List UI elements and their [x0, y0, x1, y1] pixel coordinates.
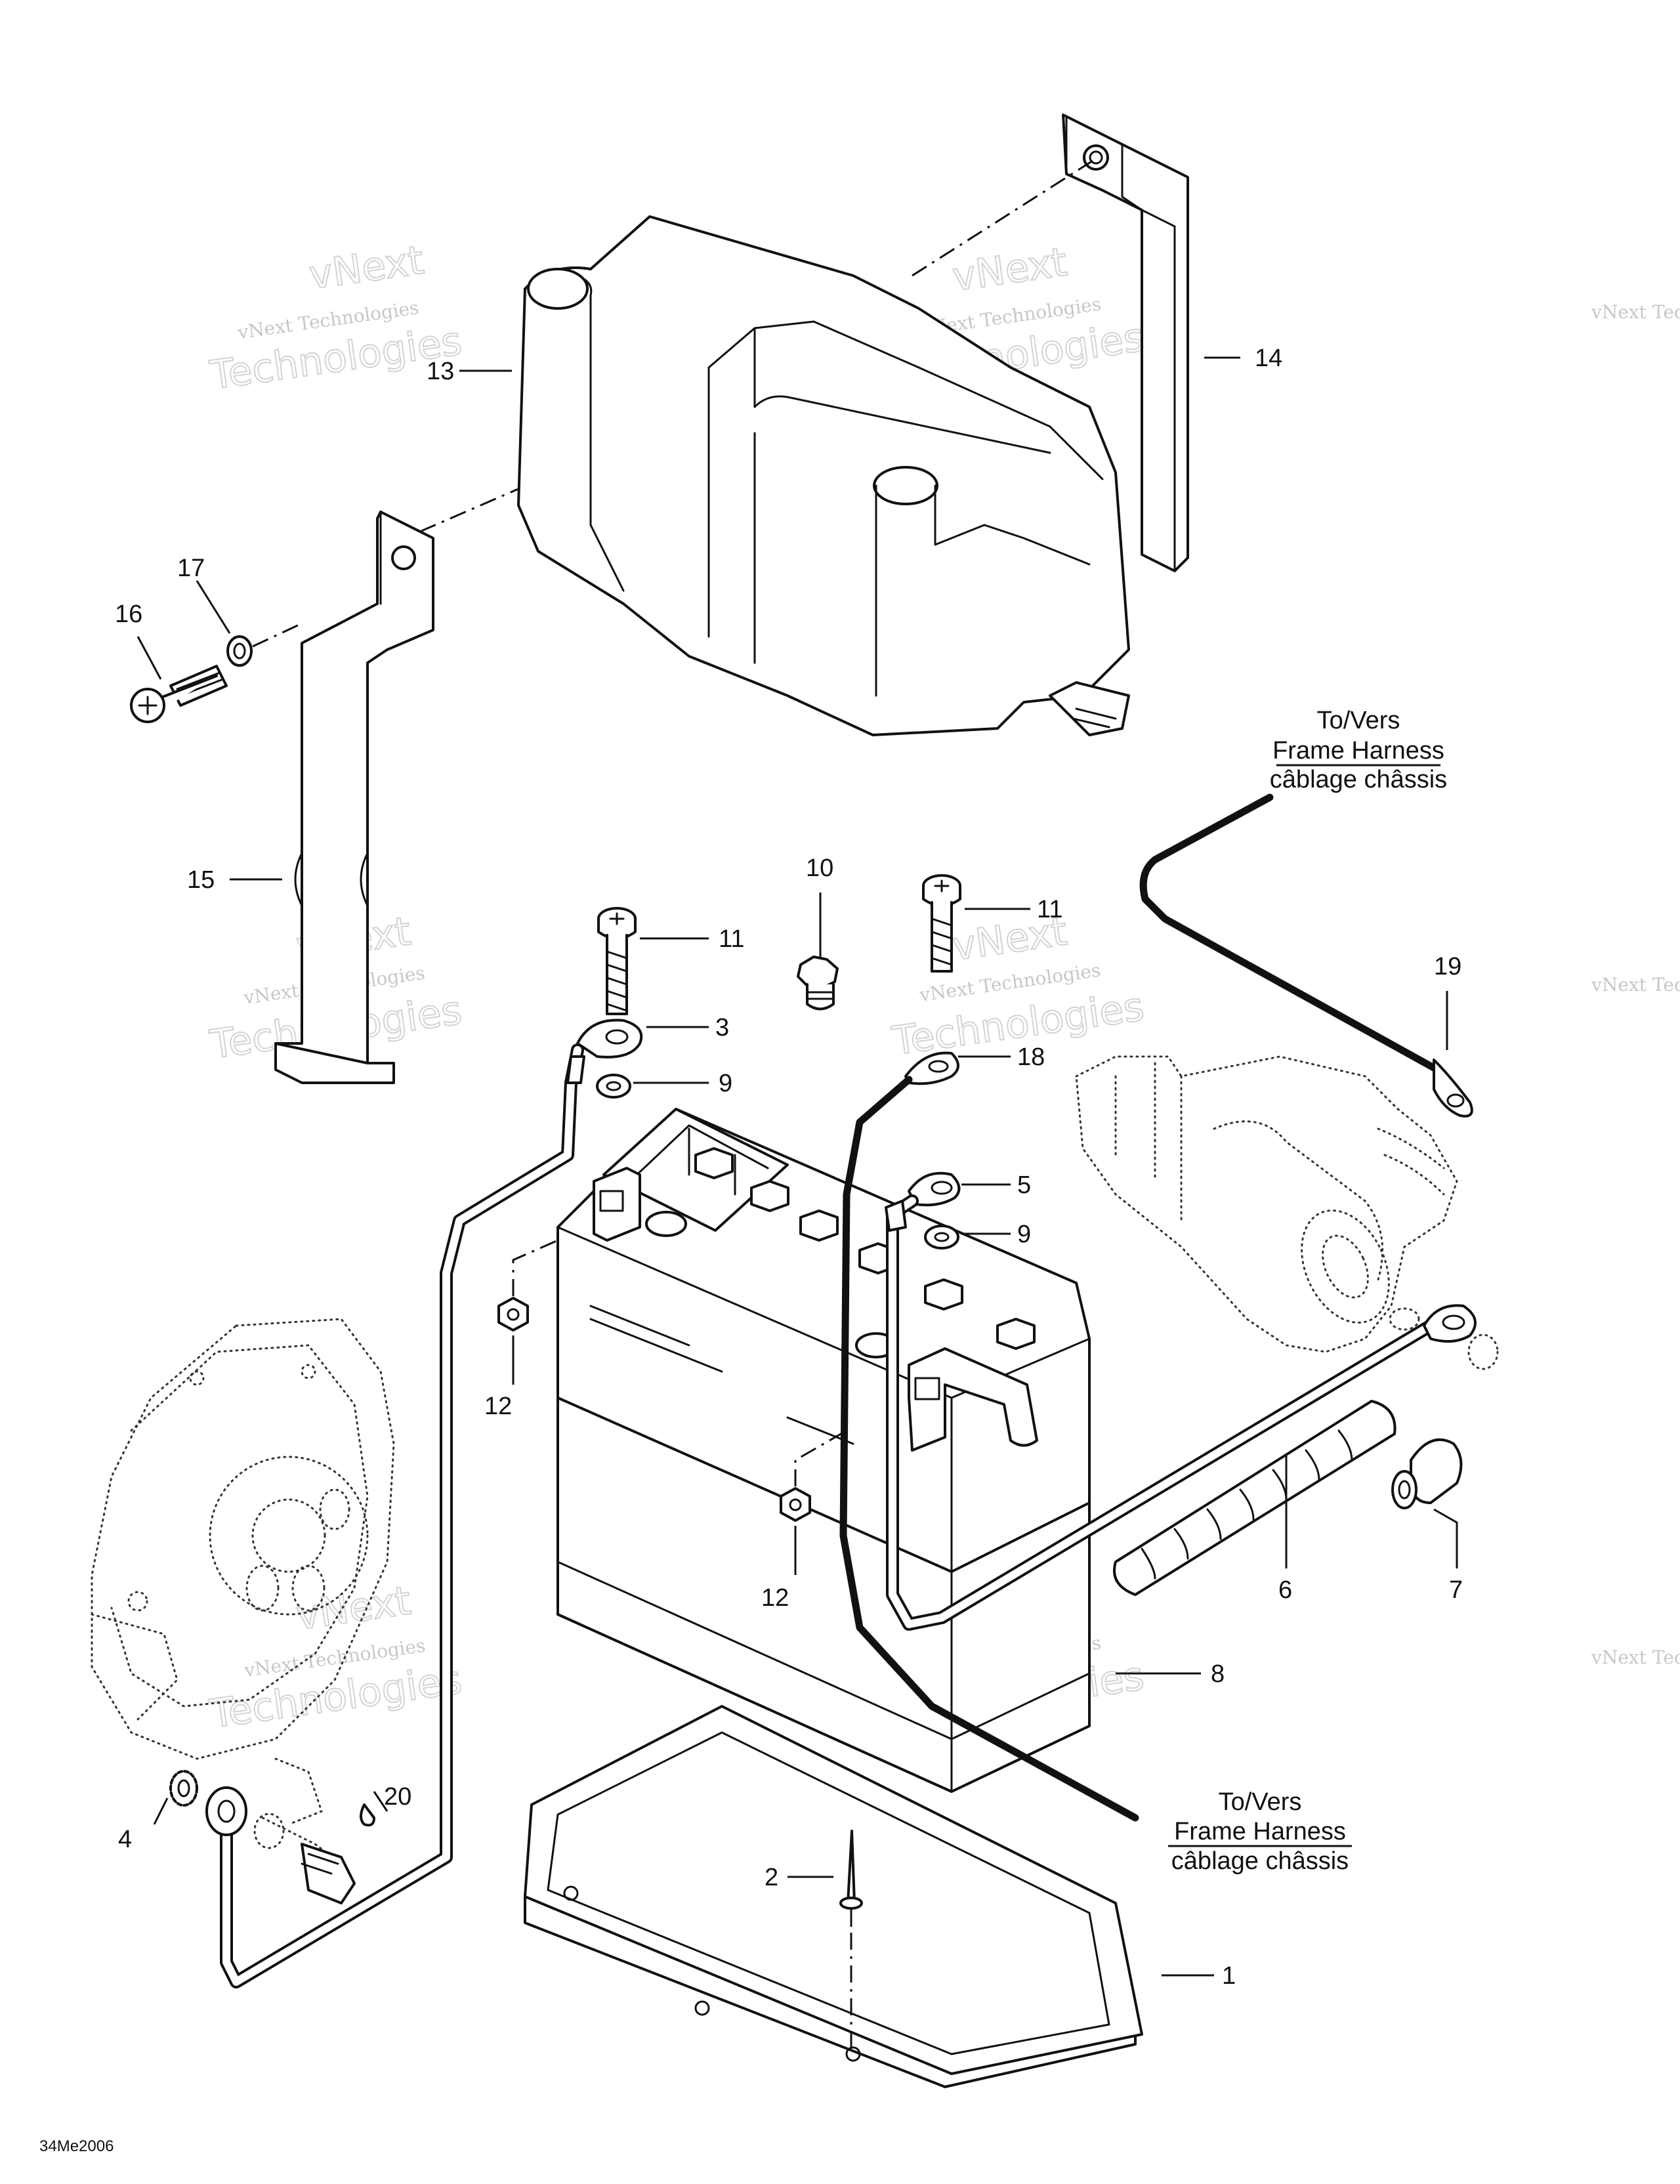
battery-tray-1 — [524, 1705, 1143, 2088]
watermark-low-left: vNext vNext Technologies Technologies — [207, 1577, 465, 1738]
washer-17 — [226, 635, 253, 667]
harness-label-line: Frame Harness — [1272, 737, 1444, 765]
boot-7 — [1391, 1438, 1463, 1509]
pin-2 — [839, 1830, 863, 1927]
callout-11b: 11 — [1037, 896, 1062, 923]
nut-12a — [497, 1297, 529, 1332]
ground-ring-terminal — [205, 1786, 247, 1836]
callout-15: 15 — [187, 866, 215, 894]
engine-housing — [91, 1318, 395, 1826]
screw-16 — [130, 665, 228, 723]
harness-label-line: To/Vers — [1317, 707, 1400, 734]
callout-5: 5 — [1017, 1171, 1031, 1199]
harness-label-line: Frame Harness — [1174, 1818, 1346, 1845]
washer-9a — [596, 1074, 631, 1099]
nut-12b — [780, 1487, 811, 1522]
watermark-text: vNext — [950, 239, 1070, 301]
starter-motor — [1075, 1055, 1499, 1370]
leader-lines — [136, 356, 1458, 1977]
callout-11a: 11 — [719, 925, 744, 953]
watermark-text: vNext — [293, 1578, 413, 1639]
bracket-15 — [274, 511, 434, 1084]
callout-14: 14 — [1255, 345, 1282, 372]
watermark-text: vNext — [306, 238, 427, 299]
callout-9b: 9 — [1017, 1221, 1031, 1248]
battery-8 — [556, 1108, 1091, 1793]
callout-4: 4 — [118, 1826, 132, 1853]
callout-9a: 9 — [719, 1070, 732, 1097]
callout-12b: 12 — [761, 1584, 789, 1612]
washer-9b — [924, 1225, 959, 1250]
callout-16: 16 — [115, 600, 142, 628]
watermark-text: vNext Technologies — [1591, 974, 1680, 996]
callout-17: 17 — [177, 555, 205, 582]
callout-3: 3 — [715, 1014, 729, 1041]
bracket-14 — [1062, 114, 1189, 572]
battery-vent-caps — [694, 1147, 1036, 1350]
harness-label-upper: To/Vers Frame Harness câblage châssis — [1270, 707, 1447, 793]
harness-wire-lower — [839, 1076, 1139, 1822]
ring-terminal-starter — [1423, 1304, 1477, 1343]
callout-2: 2 — [765, 1864, 778, 1891]
callout-1: 1 — [1222, 1962, 1236, 1990]
callout-18: 18 — [1017, 1043, 1045, 1071]
battery-terminal-positive — [908, 1347, 1038, 1452]
ring-terminal-5 — [908, 1171, 961, 1207]
alignment-line-14 — [912, 159, 1093, 277]
harness-label-line: To/Vers — [1219, 1788, 1302, 1816]
figure-code: 34Me2006 — [39, 2137, 114, 2155]
watermark-mid-center: vNext vNext Technologies Technologies — [889, 908, 1147, 1065]
ring-terminal-19 — [1433, 1059, 1473, 1118]
watermark-text: vNext Technologies — [1591, 301, 1680, 323]
alignment-line-12b — [794, 1429, 847, 1486]
callout-13: 13 — [427, 358, 454, 385]
callout-8: 8 — [1211, 1660, 1225, 1688]
ground-bolt — [253, 1813, 356, 1904]
alignment-line-16 — [252, 622, 303, 648]
ring-terminal-18 — [904, 1051, 959, 1085]
callout-12a: 12 — [484, 1393, 512, 1420]
ring-terminal-3 — [576, 1018, 643, 1059]
threadlocker-drop-20 — [360, 1803, 375, 1827]
callout-numbers: 1 2 3 4 5 6 7 8 9 9 10 11 11 12 12 13 14… — [115, 345, 1463, 1990]
alignment-line-15 — [419, 488, 519, 533]
harness-wire-19 — [1139, 793, 1441, 1074]
battery-cover-13 — [517, 215, 1130, 736]
negative-cable — [220, 1043, 585, 1988]
callout-6: 6 — [1278, 1576, 1292, 1604]
callout-10: 10 — [806, 854, 833, 882]
watermark-right-edge: vNext Technologies vNext Technologies vN… — [1591, 301, 1680, 1668]
vent-plug-10 — [797, 956, 839, 1011]
sleeve-6 — [1113, 1400, 1396, 1596]
bolt-11a — [597, 907, 637, 1015]
callout-20: 20 — [384, 1783, 411, 1811]
callout-7: 7 — [1449, 1576, 1463, 1604]
lock-washer-4 — [169, 1770, 198, 1807]
watermark-top-left: vNext vNext Technologies Technologies — [207, 237, 465, 400]
positive-cable — [885, 1194, 1437, 1631]
bolt-11b — [922, 874, 961, 973]
battery-terminal-negative — [593, 1167, 641, 1242]
watermark-text: vNext Technologies — [1591, 1647, 1680, 1668]
harness-label-lower: To/Vers Frame Harness câblage châssis — [1168, 1788, 1352, 1875]
harness-label-line: câblage châssis — [1171, 1847, 1349, 1875]
harness-label-line: câblage châssis — [1270, 766, 1447, 793]
alignment-line-12a — [512, 1239, 558, 1296]
callout-19: 19 — [1434, 953, 1461, 980]
